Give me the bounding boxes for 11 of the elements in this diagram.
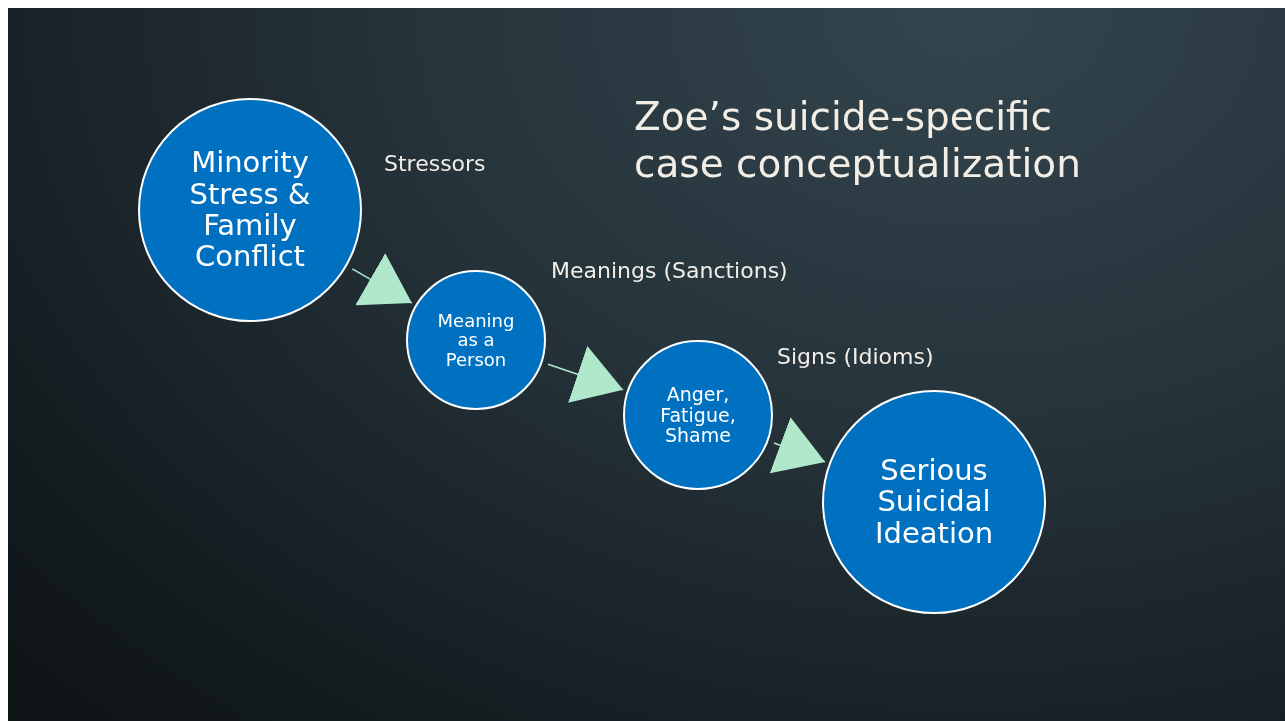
triangle-arrow <box>769 417 826 474</box>
stage-label: Stressors <box>384 151 486 176</box>
stage-label: Signs (Idioms) <box>777 344 934 369</box>
stage-text: Serious Suicidal Ideation <box>873 455 995 549</box>
stage-text: Meaning as a Person <box>436 310 516 370</box>
stage-text: Minority Stress & Family Conflict <box>188 147 312 273</box>
slide-title: Zoe’s suicide-specific case conceptualization <box>634 94 1082 188</box>
stage-text: Anger, Fatigue, Shame <box>659 384 737 446</box>
triangle-arrow <box>547 345 624 403</box>
stage-label: Meanings (Sanctions) <box>551 258 788 283</box>
triangle-arrow <box>351 253 413 306</box>
